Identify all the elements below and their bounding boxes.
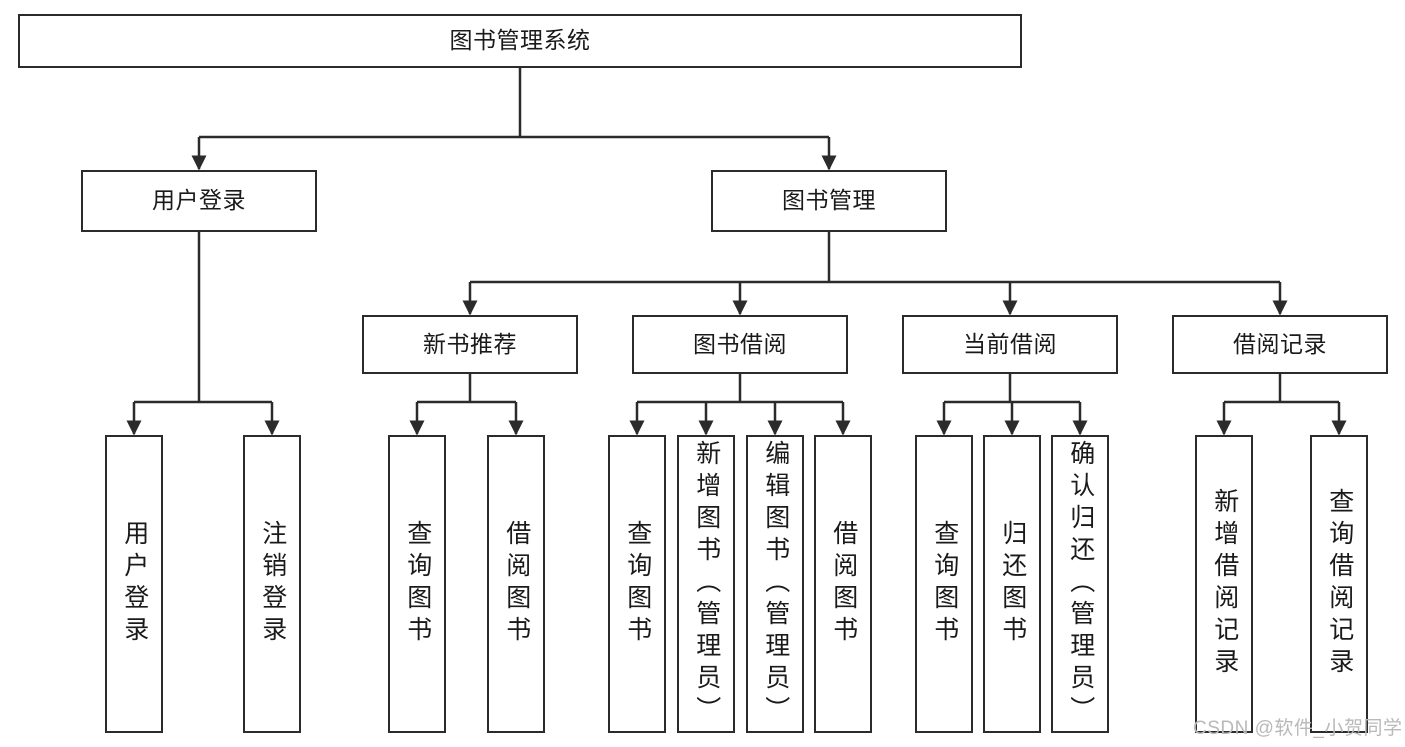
node-label-root: 图书管理系统: [449, 27, 591, 54]
node-leaf-edit-book[interactable]: 编辑图书（管理员）: [746, 435, 804, 733]
csdn-watermark: CSDN @软件_小贺同学: [1193, 718, 1403, 739]
node-leaf-query-book-2[interactable]: 查询图书: [608, 435, 666, 733]
node-leaf-query-record[interactable]: 查询借阅记录: [1310, 435, 1368, 733]
node-label-current-borrow: 当前借阅: [963, 330, 1057, 357]
node-label-leaf-borrow-book-1: 借阅图书: [502, 520, 531, 648]
node-leaf-query-book-3[interactable]: 查询图书: [915, 435, 973, 733]
node-label-leaf-logout: 注销登录: [258, 520, 287, 648]
node-label-user-login: 用户登录: [152, 187, 246, 214]
node-label-leaf-user-login: 用户登录: [120, 520, 149, 648]
node-new-book-rec[interactable]: 新书推荐: [362, 315, 578, 374]
node-label-leaf-query-book-3: 查询图书: [930, 520, 959, 648]
node-label-leaf-return-book: 归还图书: [998, 520, 1027, 648]
node-label-leaf-query-record: 查询借阅记录: [1325, 488, 1354, 680]
node-label-borrow-record: 借阅记录: [1233, 330, 1327, 357]
node-label-leaf-borrow-book-2: 借阅图书: [829, 520, 858, 648]
node-label-leaf-query-book-2: 查询图书: [623, 520, 652, 648]
node-leaf-add-book[interactable]: 新增图书（管理员）: [677, 435, 735, 733]
node-borrow-record[interactable]: 借阅记录: [1172, 315, 1388, 374]
node-leaf-user-login[interactable]: 用户登录: [105, 435, 163, 733]
node-book-mgmt[interactable]: 图书管理: [711, 170, 947, 232]
node-label-leaf-confirm-return: 确认归还（管理员）: [1066, 440, 1095, 728]
node-leaf-add-record[interactable]: 新增借阅记录: [1195, 435, 1253, 733]
node-leaf-borrow-book-1[interactable]: 借阅图书: [487, 435, 545, 733]
node-label-leaf-add-book: 新增图书（管理员）: [692, 440, 721, 728]
node-user-login[interactable]: 用户登录: [81, 170, 317, 232]
node-label-leaf-edit-book: 编辑图书（管理员）: [761, 440, 790, 728]
node-label-book-borrow: 图书借阅: [693, 330, 787, 357]
node-label-book-mgmt: 图书管理: [782, 187, 876, 214]
node-label-leaf-add-record: 新增借阅记录: [1210, 488, 1239, 680]
node-leaf-borrow-book-2[interactable]: 借阅图书: [814, 435, 872, 733]
node-root[interactable]: 图书管理系统: [18, 14, 1022, 68]
node-label-leaf-query-book-1: 查询图书: [403, 520, 432, 648]
node-leaf-confirm-return[interactable]: 确认归还（管理员）: [1051, 435, 1109, 733]
node-leaf-return-book[interactable]: 归还图书: [983, 435, 1041, 733]
node-leaf-query-book-1[interactable]: 查询图书: [388, 435, 446, 733]
node-current-borrow[interactable]: 当前借阅: [902, 315, 1118, 374]
node-book-borrow[interactable]: 图书借阅: [632, 315, 848, 374]
node-leaf-logout[interactable]: 注销登录: [243, 435, 301, 733]
node-label-new-book-rec: 新书推荐: [423, 330, 517, 357]
